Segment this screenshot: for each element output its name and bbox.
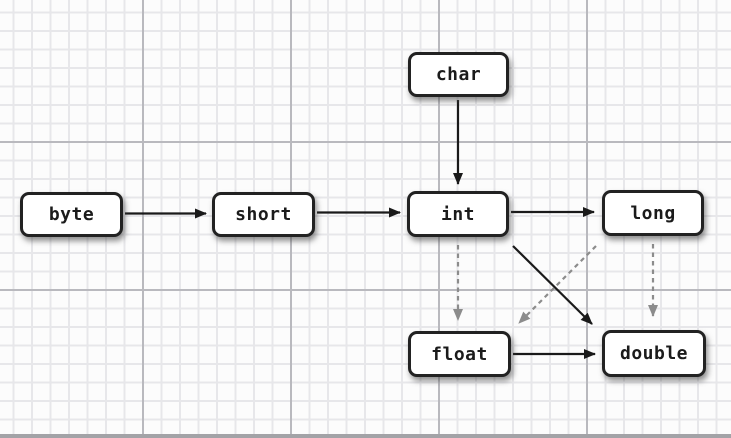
node-float: float [408,331,511,377]
node-byte: byte [20,192,123,237]
node-char-label: char [435,64,482,85]
node-char: char [408,52,509,97]
edge-int-double [512,245,593,325]
node-long-label: long [630,202,676,224]
node-byte-label: byte [48,204,95,225]
node-int: int [407,191,509,237]
node-float-label: float [431,343,488,365]
node-short-label: short [235,204,292,225]
node-int-label: int [440,203,475,225]
edge-long-float [518,245,597,324]
node-short: short [212,192,315,237]
node-long: long [602,190,704,236]
node-double-label: double [619,343,689,364]
node-double: double [602,330,706,377]
page-bottom-edge [0,434,731,438]
